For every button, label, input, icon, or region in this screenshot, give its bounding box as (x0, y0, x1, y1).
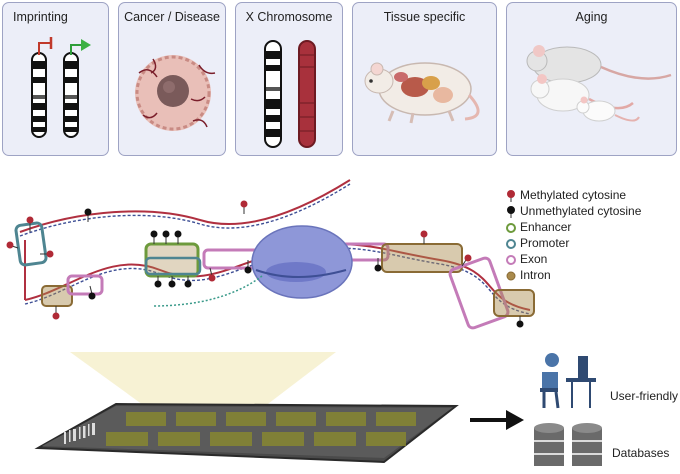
panel-title-imprinting: Imprinting (13, 10, 68, 24)
promoter-region (14, 221, 48, 267)
light-beam (70, 352, 336, 410)
ring-icon (506, 223, 516, 233)
imprinting-chromosomes-icon (31, 37, 91, 138)
legend-label: Enhancer (520, 220, 572, 234)
user-friendly-label: User-friendly (610, 389, 679, 403)
ring-icon (506, 255, 516, 265)
intron-region-3 (493, 289, 535, 317)
tissue-panel: Tissue specific (352, 2, 497, 156)
exon-region-4 (448, 256, 510, 330)
user-computer-icon (540, 353, 596, 409)
promoter-region-2 (144, 256, 202, 276)
arrow-right-icon (470, 410, 524, 430)
legend-label: Exon (520, 252, 548, 266)
rna-polymerase-icon (151, 225, 353, 307)
microarray-chip-icon (34, 402, 459, 464)
x-chromosome-icon (264, 40, 316, 148)
exon-region-1 (66, 274, 104, 296)
lollipop-icon (507, 206, 515, 218)
aging-panel: Aging (506, 2, 677, 156)
panel-title-cancer: Cancer / Disease (124, 10, 220, 24)
database-icon (534, 423, 602, 466)
x-chromosome-panel: X Chromosome (235, 2, 343, 156)
ring-icon (506, 271, 516, 281)
legend-label: Unmethylated cytosine (520, 204, 642, 218)
mouse-anatomy-icon (364, 62, 480, 124)
panel-title-tissue: Tissue specific (383, 10, 466, 24)
cancer-panel: Cancer / Disease (118, 2, 226, 156)
enhancer-region (144, 242, 200, 278)
legend-label: Intron (520, 268, 551, 282)
tumor-cell-icon (135, 55, 216, 131)
imprinting-panel: Imprinting (2, 2, 109, 156)
lollipop-icon (507, 190, 515, 202)
legend-label: Methylated cytosine (520, 188, 627, 202)
panel-title-aging: Aging (575, 10, 608, 24)
mice-group-icon (526, 45, 672, 122)
legend-label: Promoter (520, 236, 570, 250)
panel-title-x: X Chromosome (245, 10, 333, 24)
intron-region-2 (381, 243, 463, 273)
intron-region-1 (41, 285, 73, 307)
cytosine-markers (6, 200, 524, 328)
ring-icon (506, 239, 516, 249)
databases-label: Databases (612, 446, 670, 460)
